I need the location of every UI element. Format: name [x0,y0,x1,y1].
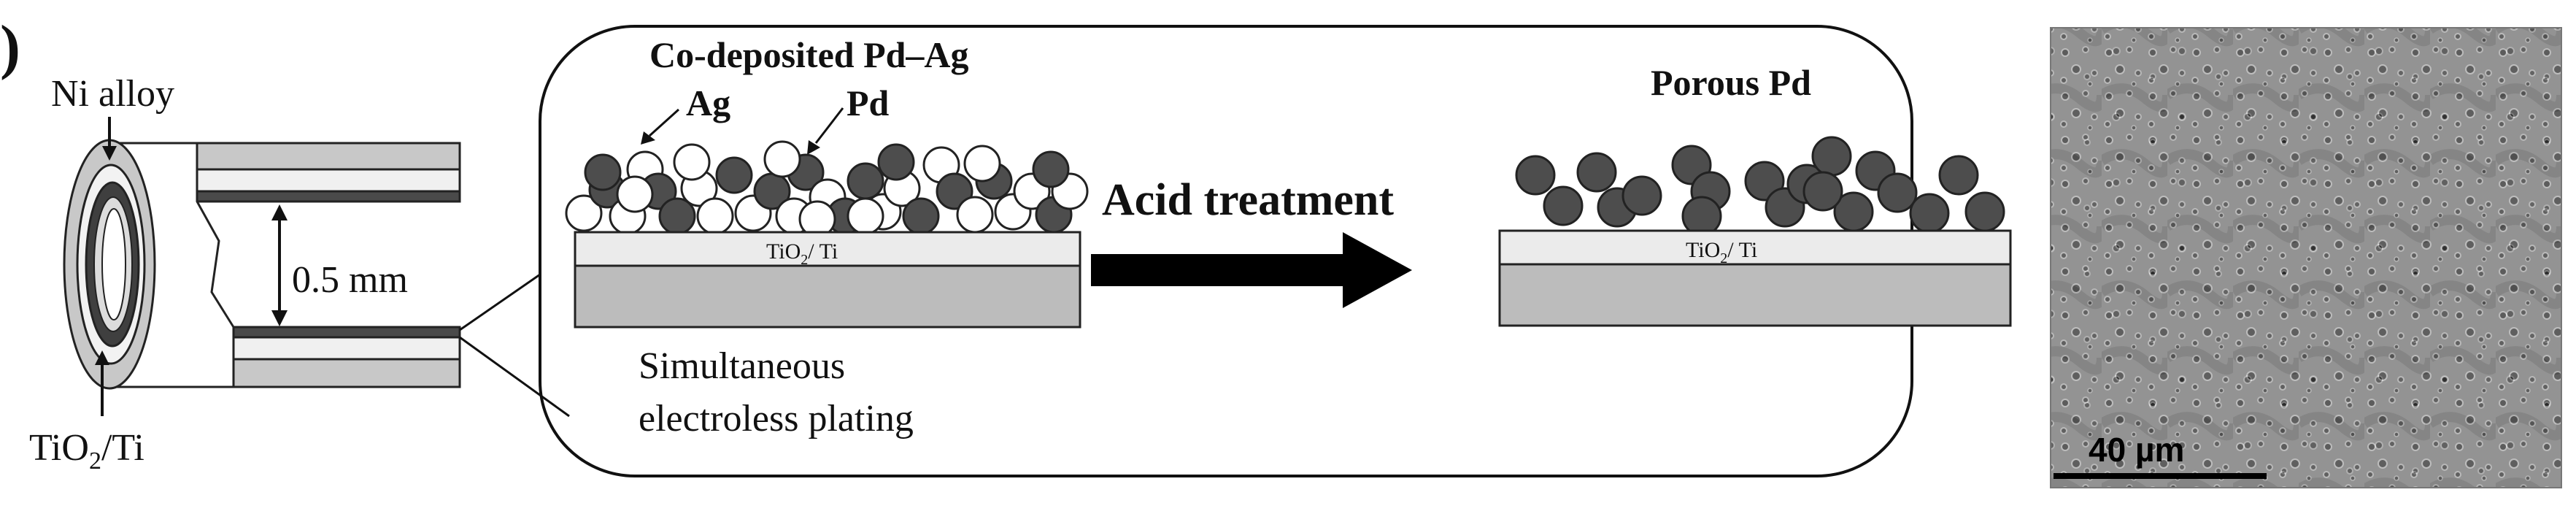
codeposited-title: Co-deposited Pd–Ag [649,34,969,75]
after-tio2-layer [1498,229,2012,266]
ag-particle [696,197,734,235]
before-ti-layer [574,264,1081,329]
ag-particle [673,143,711,181]
pd-particle [1621,175,1662,216]
pd-particle [1032,150,1070,188]
bottom-wall-outer [232,358,461,388]
caption-line-1: Simultaneous [639,345,845,387]
bore [101,208,126,321]
scale-bar-label: 40 µm [2089,431,2184,469]
ag-particle [763,140,801,178]
pd-particle [1811,136,1852,177]
caption-line-2: electroless plating [639,398,914,440]
porous-pd-title: Porous Pd [1651,62,1811,103]
after-ti-layer [1498,263,2012,327]
gap-arrowhead-top [271,204,288,220]
ag-particle [847,197,884,235]
before-substrate-label: TiO2/ Ti [766,239,838,268]
after-panel: Porous Pd TiO2/ Ti [1498,62,2012,327]
ag-particle [956,196,994,234]
pd-particle [1909,193,1950,234]
top-wall-tio2 [196,168,461,193]
pd-particle [1802,171,1843,212]
porous-pd-particles [1515,136,2005,237]
ag-particle [963,145,1001,183]
pd-label: Pd [847,82,890,123]
ag-particle [616,175,654,213]
pd-particle [1576,152,1617,193]
ni-alloy-arrowhead [102,146,117,161]
pd-particle [1877,172,1918,213]
pd-particle [902,197,940,235]
ag-pointer [648,108,680,137]
pd-particle [847,162,884,200]
pd-particle [1938,155,1979,196]
top-wall-dark [196,190,461,203]
bottom-wall-dark [232,326,461,339]
codeposited-particles [565,140,1089,238]
callout-upper-line [459,273,541,331]
pd-particle [936,172,973,210]
bottom-wall-tio2 [232,336,461,361]
sem-micrograph: 40 µm [2050,27,2562,488]
gap-arrowhead-bottom [271,310,288,326]
pd-arrowhead [807,140,820,155]
before-panel: Co-deposited Pd–Ag Ag Pd TiO2/ Ti Simult… [565,34,1089,440]
sem-frame [2050,27,2562,488]
process-arrow-shaft [1091,254,1346,286]
ag-arrowhead [641,131,655,145]
pd-particle [584,153,622,191]
tio2-arrowhead [95,350,109,365]
top-wall-outer [196,142,461,171]
acid-treatment-label: Acid treatment [1102,175,1394,225]
tio2-ti-label: TiO2/Ti [29,427,144,475]
after-substrate-label: TiO2/ Ti [1686,238,1757,266]
gap-label: 0.5 mm [292,259,408,301]
pd-particle [1515,155,1556,196]
acid-treatment-step: Acid treatment [1091,175,1412,308]
sem-texture-overlay [2051,28,2561,488]
panel-marker: ) [0,13,20,81]
ag-label: Ag [686,82,730,123]
tube-section: Ni alloy TiO2/Ti 0.5 mm [29,73,461,475]
callout-lower-line [459,336,570,418]
pd-particle [1964,191,2005,232]
ni-alloy-label: Ni alloy [51,73,174,115]
before-tio2-layer [574,231,1081,267]
scale-bar [2054,473,2267,479]
pd-particle [715,156,753,194]
pd-particle [1681,196,1722,237]
ag-particle [565,194,603,232]
pd-particle [877,143,915,181]
process-arrowhead [1343,232,1412,308]
pd-pointer [814,107,844,144]
pd-particle [1543,185,1584,226]
